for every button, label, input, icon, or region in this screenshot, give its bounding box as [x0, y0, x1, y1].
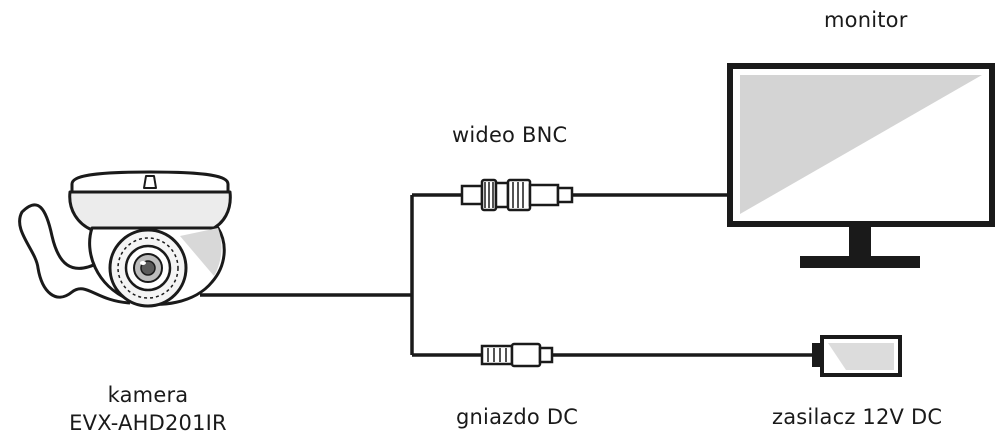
power-supply-label: zasilacz 12V DC: [772, 405, 943, 429]
monitor-icon: [727, 63, 995, 268]
monitor-label: monitor: [824, 8, 908, 32]
power-supply-icon: [812, 335, 902, 377]
camera-model-label: EVX-AHD201IR: [69, 411, 227, 435]
camera-label: kamera EVX-AHD201IR: [69, 381, 227, 437]
cables: [18, 193, 812, 357]
dc-socket-label: gniazdo DC: [456, 405, 579, 429]
dc-plug-icon: [480, 342, 554, 368]
camera-icon: [68, 170, 232, 308]
camera-pigtail-cable: [18, 203, 131, 305]
video-bnc-label: wideo BNC: [452, 123, 568, 147]
bnc-connector-icon: [460, 178, 574, 212]
camera-label-line1: kamera: [107, 383, 189, 407]
